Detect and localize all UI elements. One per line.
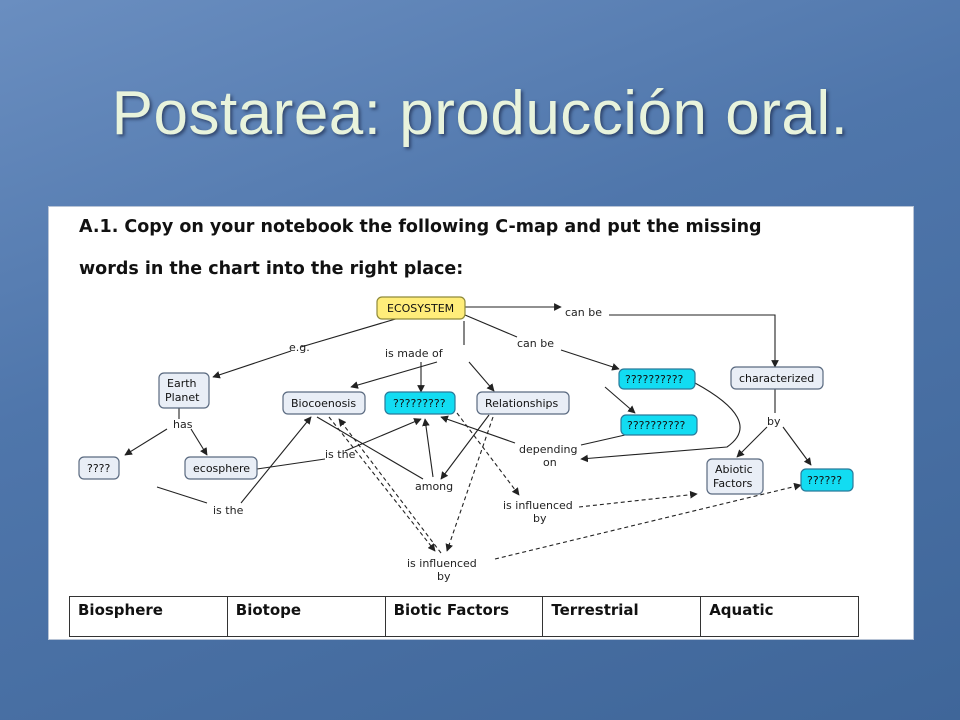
worksheet-panel: A.1. Copy on your notebook the following…	[48, 206, 914, 640]
word-bank-cell: Biotic Factors	[384, 596, 544, 637]
edge-by-abiotic	[736, 426, 768, 458]
node-unknown-9: ?????????	[384, 391, 456, 415]
label-is-the-lower: is the	[213, 504, 244, 517]
label-by: by	[767, 415, 781, 428]
dash-influenced-unknown6	[494, 482, 802, 560]
edge-biocoenosis-among	[316, 416, 424, 480]
svg-text:ECOSYSTEM: ECOSYSTEM	[387, 302, 454, 315]
svg-text:Relationships: Relationships	[485, 397, 559, 410]
label-is-the-upper: is the	[325, 448, 356, 461]
edge-isthe-unknown9	[344, 418, 422, 452]
concept-map: e.g. is made of can be can be has is the…	[78, 296, 854, 583]
edge-madeof-biocoenosis	[350, 361, 438, 389]
node-biocoenosis: Biocoenosis	[282, 391, 366, 415]
label-influenced-bottom-by: by	[437, 570, 451, 583]
edge-unknown10b-dependingon	[580, 434, 626, 446]
edge-relationships-among	[440, 414, 490, 480]
node-unknown-4: ????	[78, 456, 120, 480]
word-bank-cell: Aquatic	[700, 596, 859, 637]
node-unknown-6: ??????	[800, 468, 854, 492]
instruction-line-1: A.1. Copy on your notebook the following…	[79, 217, 762, 237]
edge-ecosystem-canbe-mid	[464, 314, 518, 338]
label-influenced-mid-by: by	[533, 512, 547, 525]
edge-unknown4-isthe-lower	[156, 486, 208, 504]
label-eg: e.g.	[289, 341, 310, 354]
label-depending: depending	[519, 443, 577, 456]
node-characterized: characterized	[730, 366, 824, 390]
edge-has-ecosphere	[190, 428, 208, 456]
dash-relationships-influenced	[445, 416, 494, 552]
svg-text:ecosphere: ecosphere	[193, 462, 250, 475]
svg-text:Factors: Factors	[713, 477, 753, 490]
edge-eg-earth	[212, 350, 292, 379]
label-among: among	[415, 480, 453, 493]
slide-title: Postarea: producción oral.	[111, 79, 849, 148]
node-ecosphere: ecosphere	[184, 456, 258, 480]
edge-isthe-lower-biocoenosis	[240, 416, 312, 504]
edge-among-unknown9	[422, 418, 434, 478]
dash-biocoenosis-influenced	[328, 416, 436, 552]
edge-canbe-characterized	[609, 314, 779, 368]
word-bank-cell: Terrestrial	[542, 596, 702, 637]
map-edges	[124, 303, 812, 504]
label-can-be-mid: can be	[517, 337, 554, 350]
word-bank-cell: Biosphere	[69, 596, 228, 637]
label-can-be-right: can be	[565, 306, 602, 319]
edge-by-unknown6	[782, 426, 812, 466]
svg-text:??????????: ??????????	[625, 373, 684, 386]
edge-madeof-relationships	[468, 361, 495, 392]
svg-text:Biocoenosis: Biocoenosis	[291, 397, 356, 410]
dash-influenced-biocoenosis	[338, 418, 442, 554]
instruction-line-2: words in the chart into the right place:	[79, 259, 464, 279]
svg-text:characterized: characterized	[739, 372, 814, 385]
svg-text:??????: ??????	[807, 474, 842, 487]
dash-unknown9-influencedmid	[456, 412, 520, 496]
label-has: has	[173, 418, 193, 431]
label-on: on	[543, 456, 557, 469]
node-earth-planet: Earth Planet	[158, 372, 210, 409]
node-abiotic-factors: Abiotic Factors	[706, 458, 764, 495]
node-unknown-10a: ??????????	[618, 368, 696, 390]
label-influenced-mid: is influenced	[503, 499, 573, 512]
svg-text:????: ????	[87, 462, 111, 475]
dash-influencedmid-abiotic	[578, 490, 698, 508]
node-ecosystem: ECOSYSTEM	[376, 296, 466, 320]
edge-unknown10a-unknown10b	[604, 386, 636, 414]
svg-text:?????????: ?????????	[393, 397, 446, 410]
svg-text:Earth: Earth	[167, 377, 197, 390]
label-is-made-of: is made of	[385, 347, 444, 360]
svg-text:Planet: Planet	[165, 391, 200, 404]
map-dashed-edges	[328, 412, 802, 560]
edge-unknown10a-dependingon	[580, 382, 741, 463]
edge-ecosystem-eg	[300, 314, 410, 348]
edge-ecosphere-isthe	[256, 458, 326, 470]
svg-text:??????????: ??????????	[627, 419, 686, 432]
node-relationships: Relationships	[476, 391, 570, 415]
edge-has-unknown4	[124, 428, 168, 456]
link-labels: e.g. is made of can be can be has is the…	[173, 306, 781, 583]
word-bank-row: Biosphere Biotope Biotic Factors Terrest…	[69, 596, 859, 637]
label-influenced-bottom: is influenced	[407, 557, 477, 570]
node-unknown-10b: ??????????	[620, 414, 698, 436]
edge-canbe-unknown10a	[560, 349, 620, 371]
word-bank-table: Biosphere Biotope Biotic Factors Terrest…	[69, 596, 859, 637]
svg-text:Abiotic: Abiotic	[715, 463, 753, 476]
word-bank-cell: Biotope	[226, 596, 386, 637]
